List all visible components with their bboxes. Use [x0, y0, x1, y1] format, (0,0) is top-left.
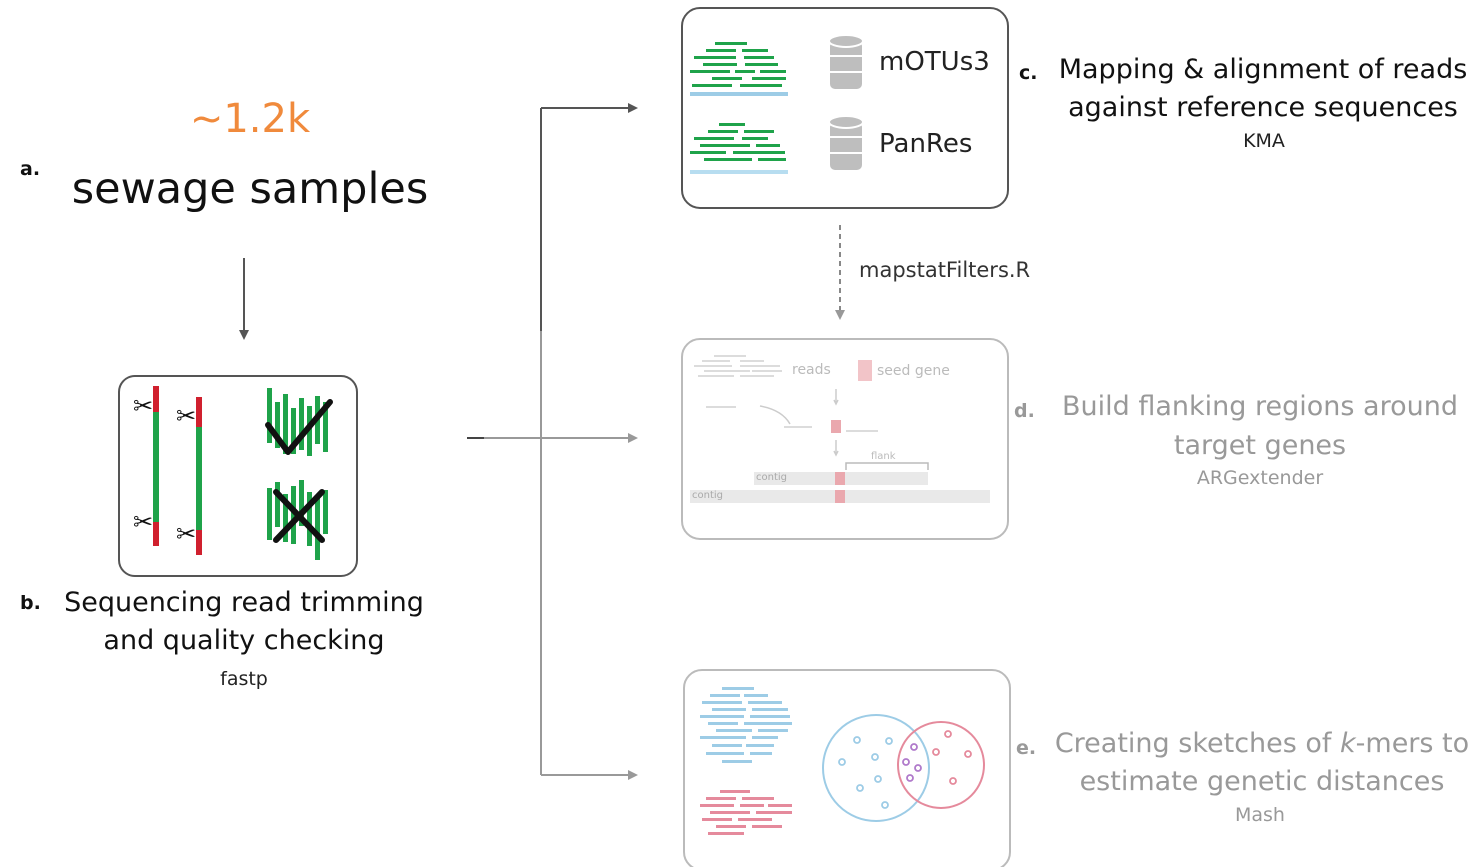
- db-label-motus: mOTUs3: [879, 47, 990, 77]
- flanking-box: [681, 338, 1009, 540]
- checkmark-icon: [265, 399, 333, 455]
- flank-label: flank: [871, 451, 896, 462]
- db-label-panres: PanRes: [879, 129, 973, 159]
- step-b-letter: b.: [20, 592, 41, 614]
- step-e-tool: Mash: [1235, 804, 1285, 826]
- branch-connector: [467, 103, 638, 780]
- venn-pink-circle: [897, 721, 985, 809]
- contig-label: contig: [692, 490, 724, 501]
- scissors-icon: ✂: [133, 508, 153, 536]
- step-e-title-italic: k: [1340, 728, 1356, 759]
- seed-gene-label: seed gene: [877, 363, 950, 379]
- step-b-title-line1: Sequencing read trimming: [64, 587, 424, 618]
- step-d-letter: d.: [1014, 400, 1035, 422]
- step-e-title-line2: estimate genetic distances: [1079, 766, 1445, 797]
- reads-label: reads: [792, 362, 831, 378]
- step-c-title-line2: against reference sequences: [1068, 92, 1458, 123]
- step-d-tool: ARGextender: [1196, 467, 1324, 489]
- mapping-box: [681, 7, 1009, 209]
- step-e-title-part2: -mers to: [1355, 728, 1470, 759]
- database-icon: [828, 115, 864, 172]
- step-c-tool: KMA: [1243, 130, 1285, 152]
- step-e-title-line1: Creating sketches of k-mers to: [1050, 728, 1474, 759]
- scissors-icon: ✂: [176, 402, 196, 430]
- step-b-tool: fastp: [220, 668, 268, 690]
- step-c-title-line1: Mapping & alignment of reads: [1058, 54, 1468, 85]
- sketch-box: [683, 669, 1011, 867]
- step-c-letter: c.: [1019, 62, 1038, 84]
- scissors-icon: ✂: [133, 392, 153, 420]
- sample-count: ~1.2k: [189, 96, 311, 142]
- contig-label: contig: [756, 472, 788, 483]
- step-d-title-line1: Build flanking regions around: [1062, 391, 1458, 422]
- step-a-letter: a.: [20, 158, 41, 180]
- step-a-title: sewage samples: [71, 164, 429, 214]
- step-b-title-line2: and quality checking: [103, 625, 385, 656]
- step-d-title-line2: target genes: [1173, 430, 1347, 461]
- scissors-icon: ✂: [176, 520, 196, 548]
- trimming-box: ✂ ✂ ✂ ✂: [118, 375, 358, 577]
- cross-icon: [273, 489, 325, 543]
- step-e-letter: e.: [1016, 737, 1037, 759]
- step-e-title-part1: Creating sketches of: [1054, 728, 1341, 759]
- venn-blue-circle: [822, 714, 930, 822]
- filter-step-label: mapstatFilters.R: [859, 258, 1031, 282]
- database-icon: [828, 34, 864, 91]
